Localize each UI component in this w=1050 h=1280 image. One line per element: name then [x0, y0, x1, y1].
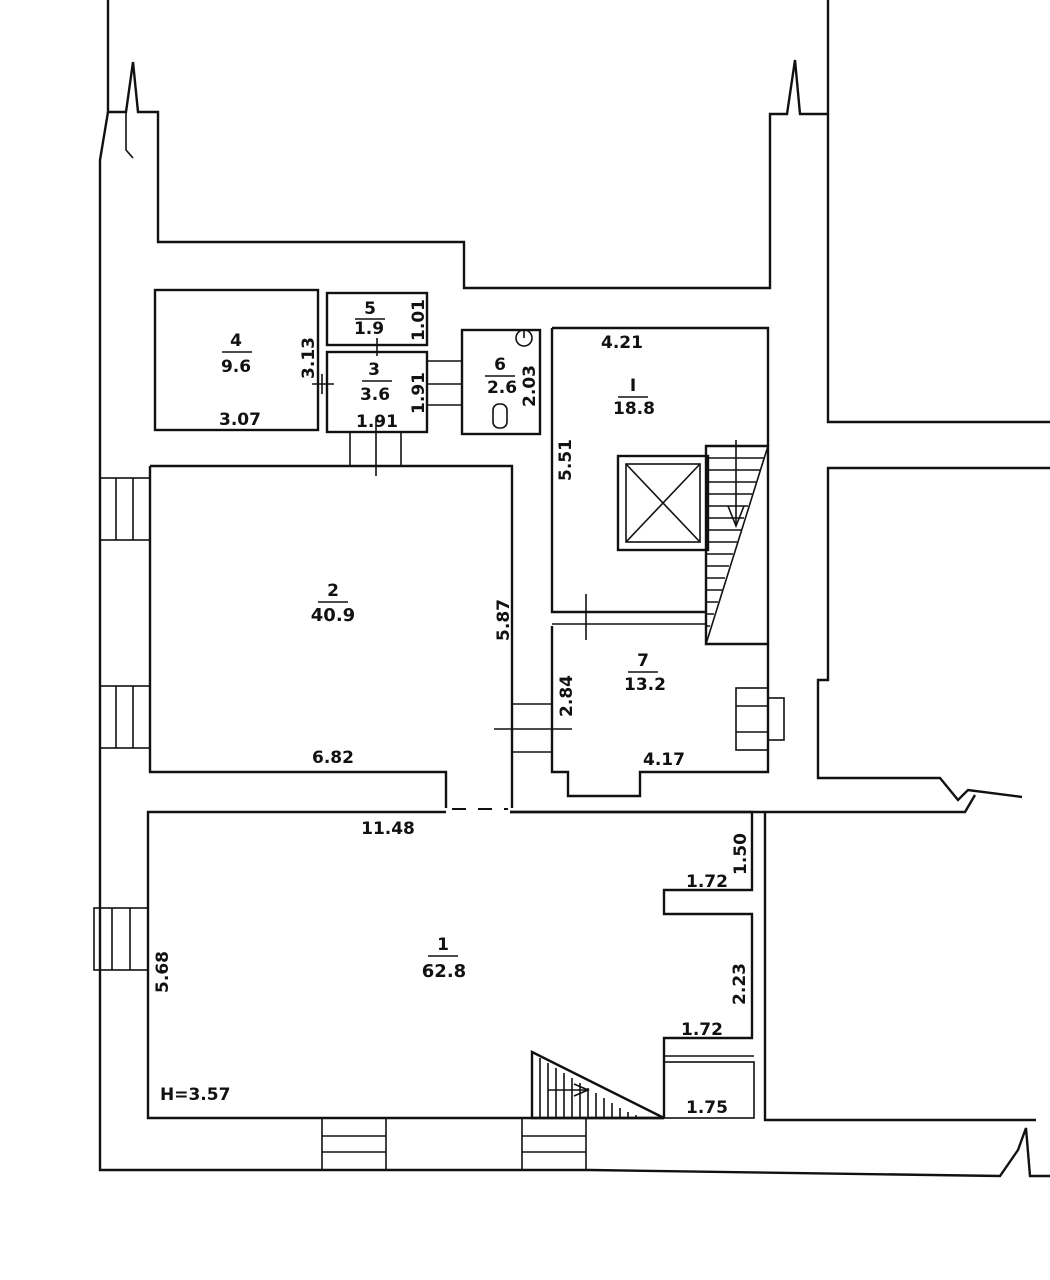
room-5: 5 1.9 1.01 — [325, 291, 429, 347]
room-1: 1 62.8 11.48 5.68 1.50 1.72 2.23 1.72 1.… — [93, 810, 755, 1171]
room-6-number: 6 — [494, 355, 506, 375]
window-room2-a — [99, 477, 151, 541]
room-6-area: 2.6 — [487, 378, 517, 398]
room-3-area: 3.6 — [360, 385, 390, 405]
window-bottom-b — [521, 1117, 587, 1171]
room-2-number: 2 — [327, 581, 339, 601]
room-4: 4 9.6 3.07 3.13 — [153, 288, 320, 432]
room-7: 7 13.2 4.17 2.84 — [550, 626, 785, 798]
room-I-height: 5.51 — [556, 439, 576, 481]
room-I-width: 4.21 — [601, 333, 643, 353]
room-6: 6 2.6 2.03 — [460, 328, 542, 436]
room-5-area: 1.9 — [354, 319, 384, 339]
room-I-area: 18.8 — [613, 399, 655, 419]
room-3-height: 1.91 — [409, 372, 429, 414]
room-1-dim-1-72-b: 1.72 — [681, 1020, 723, 1040]
ceiling-height: H=3.57 — [160, 1085, 230, 1105]
room-2-area: 40.9 — [311, 605, 355, 626]
room-7-width: 4.17 — [643, 750, 685, 770]
room-3-number: 3 — [368, 360, 380, 380]
room-3: 3 3.6 1.91 1.91 — [312, 338, 462, 476]
room-2: 2 40.9 6.82 5.87 — [99, 464, 572, 810]
room-2-width: 6.82 — [312, 748, 354, 768]
room-1-dim-1-50: 1.50 — [731, 833, 751, 875]
staircase-lower — [530, 1050, 665, 1120]
room-4-height: 3.13 — [299, 337, 319, 379]
room-4-area: 9.6 — [221, 357, 251, 377]
room-I-number: I — [630, 376, 636, 396]
niche-room7 — [735, 687, 785, 751]
room-1-height: 5.68 — [153, 951, 173, 993]
exterior-walls — [98, 0, 1050, 1178]
room-1-dim-1-75: 1.75 — [686, 1098, 728, 1118]
room-7-area: 13.2 — [624, 675, 666, 695]
room-1-dim-2-23: 2.23 — [730, 963, 750, 1005]
elevator-shaft — [616, 454, 710, 552]
staircase-upper — [704, 440, 770, 646]
room-1-width: 11.48 — [361, 819, 415, 839]
room-5-height: 1.01 — [409, 299, 429, 341]
room-4-width: 3.07 — [219, 410, 261, 430]
window-bottom-a — [321, 1117, 387, 1171]
room-5-number: 5 — [364, 299, 376, 319]
room-1-dim-1-72-a: 1.72 — [686, 872, 728, 892]
room-4-number: 4 — [230, 331, 242, 351]
room-2-height: 5.87 — [494, 599, 514, 641]
room-1-area: 62.8 — [422, 961, 466, 982]
room-6-height: 2.03 — [520, 365, 540, 407]
window-room1 — [93, 907, 149, 971]
room-7-height: 2.84 — [557, 675, 577, 717]
room-3-width: 1.91 — [356, 412, 398, 432]
room-1-number: 1 — [437, 935, 449, 955]
window-room2-b — [99, 685, 151, 749]
room-7-number: 7 — [637, 651, 649, 671]
room-I: 4.21 I 18.8 5.51 — [550, 326, 770, 646]
